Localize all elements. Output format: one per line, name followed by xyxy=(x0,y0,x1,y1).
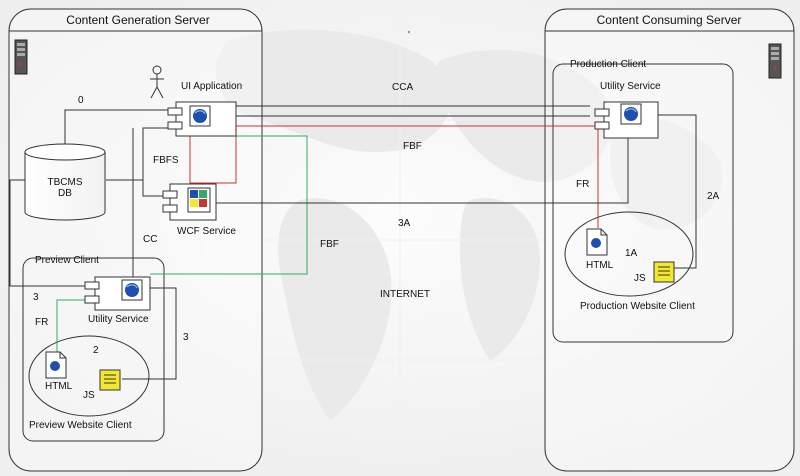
connection-label-0: 0 xyxy=(78,95,84,106)
preview-client-box xyxy=(22,257,165,442)
connection-label-cca: CCA xyxy=(392,82,413,93)
stray-mark: ' xyxy=(408,30,410,41)
connection-label-3a: 3A xyxy=(398,218,411,229)
user-actor-icon xyxy=(150,65,164,99)
production-website-ellipse xyxy=(564,211,694,297)
preview-html-label: HTML xyxy=(45,381,73,392)
content-consuming-server-title: Content Consuming Server xyxy=(597,13,742,27)
preview-utility-service-label: Utility Service xyxy=(88,314,149,325)
production-html-label: HTML xyxy=(586,260,614,271)
content-consuming-server-box xyxy=(544,8,795,472)
server-tower-icon-right xyxy=(768,43,782,79)
production-website-label: Production Website Client xyxy=(580,301,695,312)
preview-utility-service-component xyxy=(84,276,151,311)
preview-website-label: Preview Website Client xyxy=(29,420,132,431)
connection-label-cc: CC xyxy=(143,234,157,245)
connection-label-fr-production: FR xyxy=(576,179,589,190)
ui-application-component xyxy=(167,101,237,137)
connection-label-3-left: 3 xyxy=(33,292,39,303)
preview-client-title: Preview Client xyxy=(35,255,99,266)
connection-label-fbf-mid: FBF xyxy=(320,239,339,250)
connection-label-2a: 2A xyxy=(707,191,720,202)
html-file-icon xyxy=(45,351,67,379)
connection-label-2: 2 xyxy=(93,345,99,356)
connection-label-fbfs: FBFS xyxy=(153,155,179,166)
js-file-icon xyxy=(653,261,675,283)
internet-label: INTERNET xyxy=(380,289,430,300)
content-generation-server-title: Content Generation Server xyxy=(66,13,209,27)
wcf-service-label: WCF Service xyxy=(177,226,236,237)
connection-label-3-right: 3 xyxy=(183,332,189,343)
colored-blocks-icon xyxy=(190,190,198,198)
preview-js-label: JS xyxy=(83,390,95,401)
production-utility-service-label: Utility Service xyxy=(600,81,661,92)
production-utility-service-component xyxy=(594,101,659,139)
database-label-line1: TBCMS xyxy=(48,177,83,188)
preview-website-ellipse xyxy=(28,335,150,417)
tbcms-database: TBCMS DB xyxy=(24,143,106,221)
ui-application-label: UI Application xyxy=(181,81,242,92)
production-js-label: JS xyxy=(634,273,646,284)
js-file-icon xyxy=(99,369,121,391)
connection-label-fbf-top: FBF xyxy=(403,141,422,152)
production-client-title: Production Client xyxy=(570,59,646,70)
wcf-service-component xyxy=(162,183,217,221)
database-label-line2: DB xyxy=(58,188,72,199)
connection-label-1a: 1A xyxy=(625,248,638,259)
connection-label-fr-preview: FR xyxy=(35,317,48,328)
server-tower-icon-left xyxy=(14,39,28,75)
html-file-icon xyxy=(586,228,608,256)
